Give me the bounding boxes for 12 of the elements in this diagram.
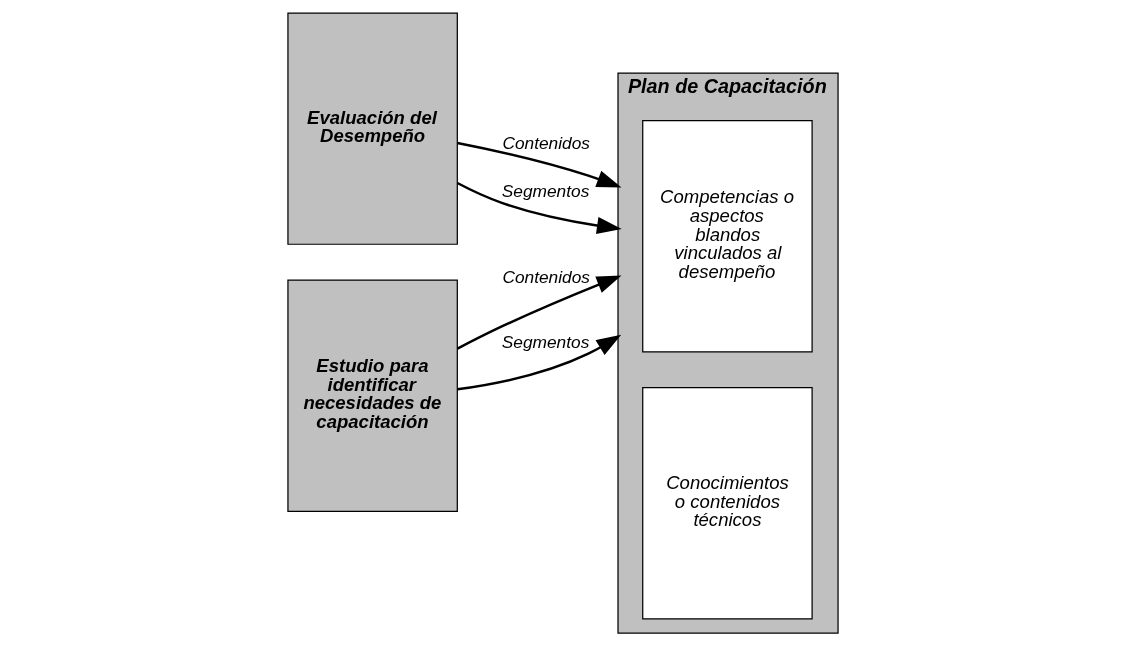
arrow [456,275,621,350]
node-box: Evaluación del Desempeño [286,12,458,245]
arrow [456,181,622,235]
edge-label: Contenidos [501,132,590,153]
node-box: Estudio para identificar necesidades de capacitación [286,279,458,512]
edge-label: Segmentos [501,180,589,201]
arrow [456,141,621,188]
edge-label: Contenidos [501,267,590,288]
node-box: Conocimientos o contenidos técnicos [641,387,813,620]
edge-label: Segmentos [501,331,589,352]
node-box: Competencias o aspectos blandos vinculados al desempeño [641,120,813,353]
arrow [456,334,621,391]
